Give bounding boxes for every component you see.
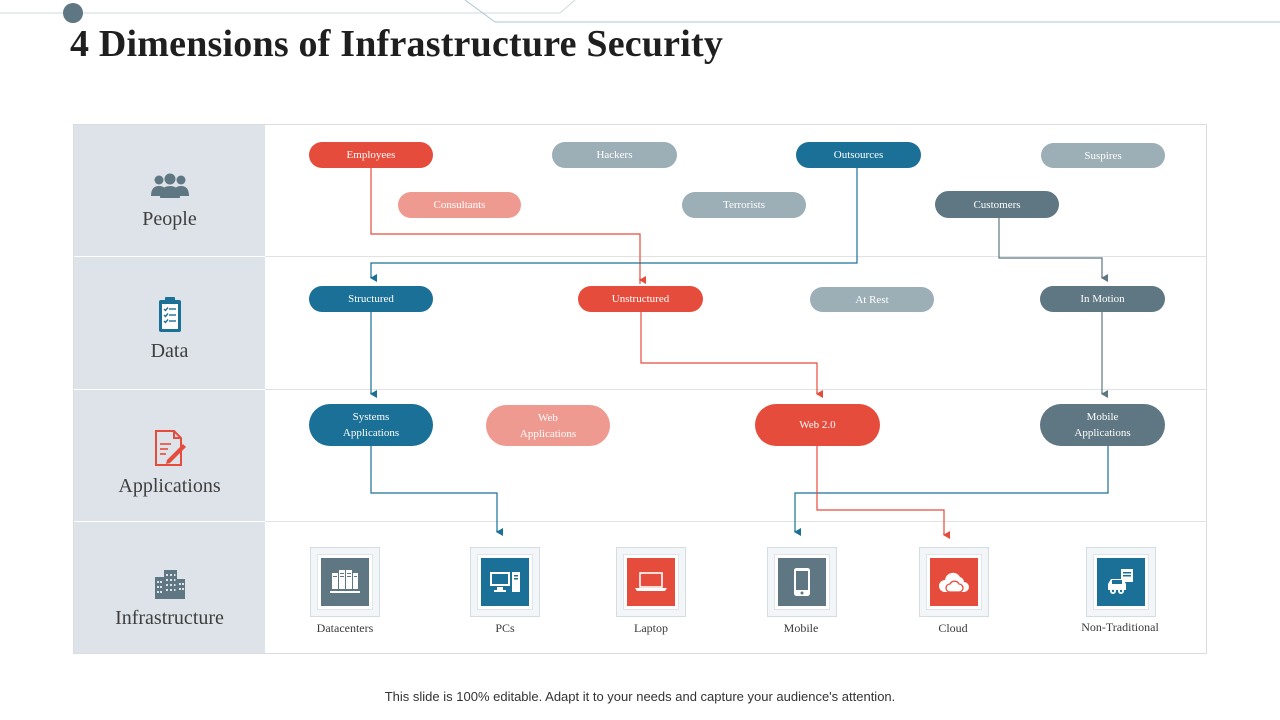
pill-consultants: Consultants: [398, 192, 521, 218]
tile-laptop: [616, 547, 686, 617]
category-people: People: [74, 172, 265, 231]
pill-mobile-applications: Mobile Applications: [1040, 404, 1165, 446]
desktop-pc-icon: [481, 558, 529, 606]
row-divider: [265, 256, 1206, 257]
pill-employees: Employees: [309, 142, 433, 168]
pill-line: Mobile: [1086, 411, 1119, 423]
pill-unstructured: Unstructured: [578, 286, 703, 312]
tile-mobile: [767, 547, 837, 617]
pill-outsources: Outsources: [796, 142, 921, 168]
pill-line: Applications: [519, 427, 577, 440]
tile-pcs: [470, 547, 540, 617]
pill-web-applications: Web Applications: [486, 405, 610, 446]
pill-line: Applications: [1074, 427, 1131, 439]
tile-label: Non-Traditional: [1081, 620, 1159, 634]
row-divider: [265, 389, 1206, 390]
pill-customers: Customers: [935, 191, 1059, 218]
pill-web20: Web 2.0: [755, 404, 880, 446]
vehicle-icon: [1097, 558, 1145, 606]
building-icon: [154, 570, 185, 599]
pill-line: Systems: [352, 411, 390, 423]
pill-suspires: Suspires: [1041, 143, 1165, 168]
category-data: Data: [74, 296, 265, 363]
pill-at-rest: At Rest: [810, 287, 934, 312]
tile-datacenters: [310, 547, 380, 617]
pill-systems-applications: Systems Applications: [309, 404, 433, 446]
page-title: 4 Dimensions of Infrastructure Security: [70, 23, 724, 65]
cloud-icon: [930, 558, 978, 606]
row-divider: [265, 521, 1206, 522]
tile-label: Cloud: [938, 621, 968, 635]
category-label: Infrastructure: [115, 607, 224, 629]
category-label: Data: [150, 340, 189, 362]
people-icon: [150, 173, 189, 198]
tile-label: Mobile: [783, 621, 819, 635]
clipboard-checklist-icon: [158, 297, 181, 332]
pill-in-motion: In Motion: [1040, 286, 1165, 312]
tile-label: PCs: [495, 621, 515, 635]
diagram-frame: [73, 124, 1207, 654]
document-edit-icon: [154, 430, 186, 466]
server-icon: [321, 558, 369, 606]
tile-label: Datacenters: [316, 621, 374, 635]
tile-label: Laptop: [634, 621, 668, 635]
header-decoration: [0, 0, 1280, 23]
smartphone-icon: [778, 558, 826, 606]
category-infrastructure: Infrastructure: [74, 569, 265, 630]
tile-cloud: [919, 547, 989, 617]
pill-structured: Structured: [309, 286, 433, 312]
category-label: Applications: [118, 475, 221, 497]
pill-terrorists: Terrorists: [682, 192, 806, 218]
tile-non-traditional: [1086, 547, 1156, 617]
pill-line: Web: [538, 411, 558, 424]
pill-line: Applications: [342, 427, 400, 439]
footer-note: This slide is 100% editable. Adapt it to…: [384, 689, 896, 704]
category-label: People: [142, 208, 197, 230]
category-applications: Applications: [74, 429, 265, 498]
pill-hackers: Hackers: [552, 142, 677, 168]
laptop-icon: [627, 558, 675, 606]
